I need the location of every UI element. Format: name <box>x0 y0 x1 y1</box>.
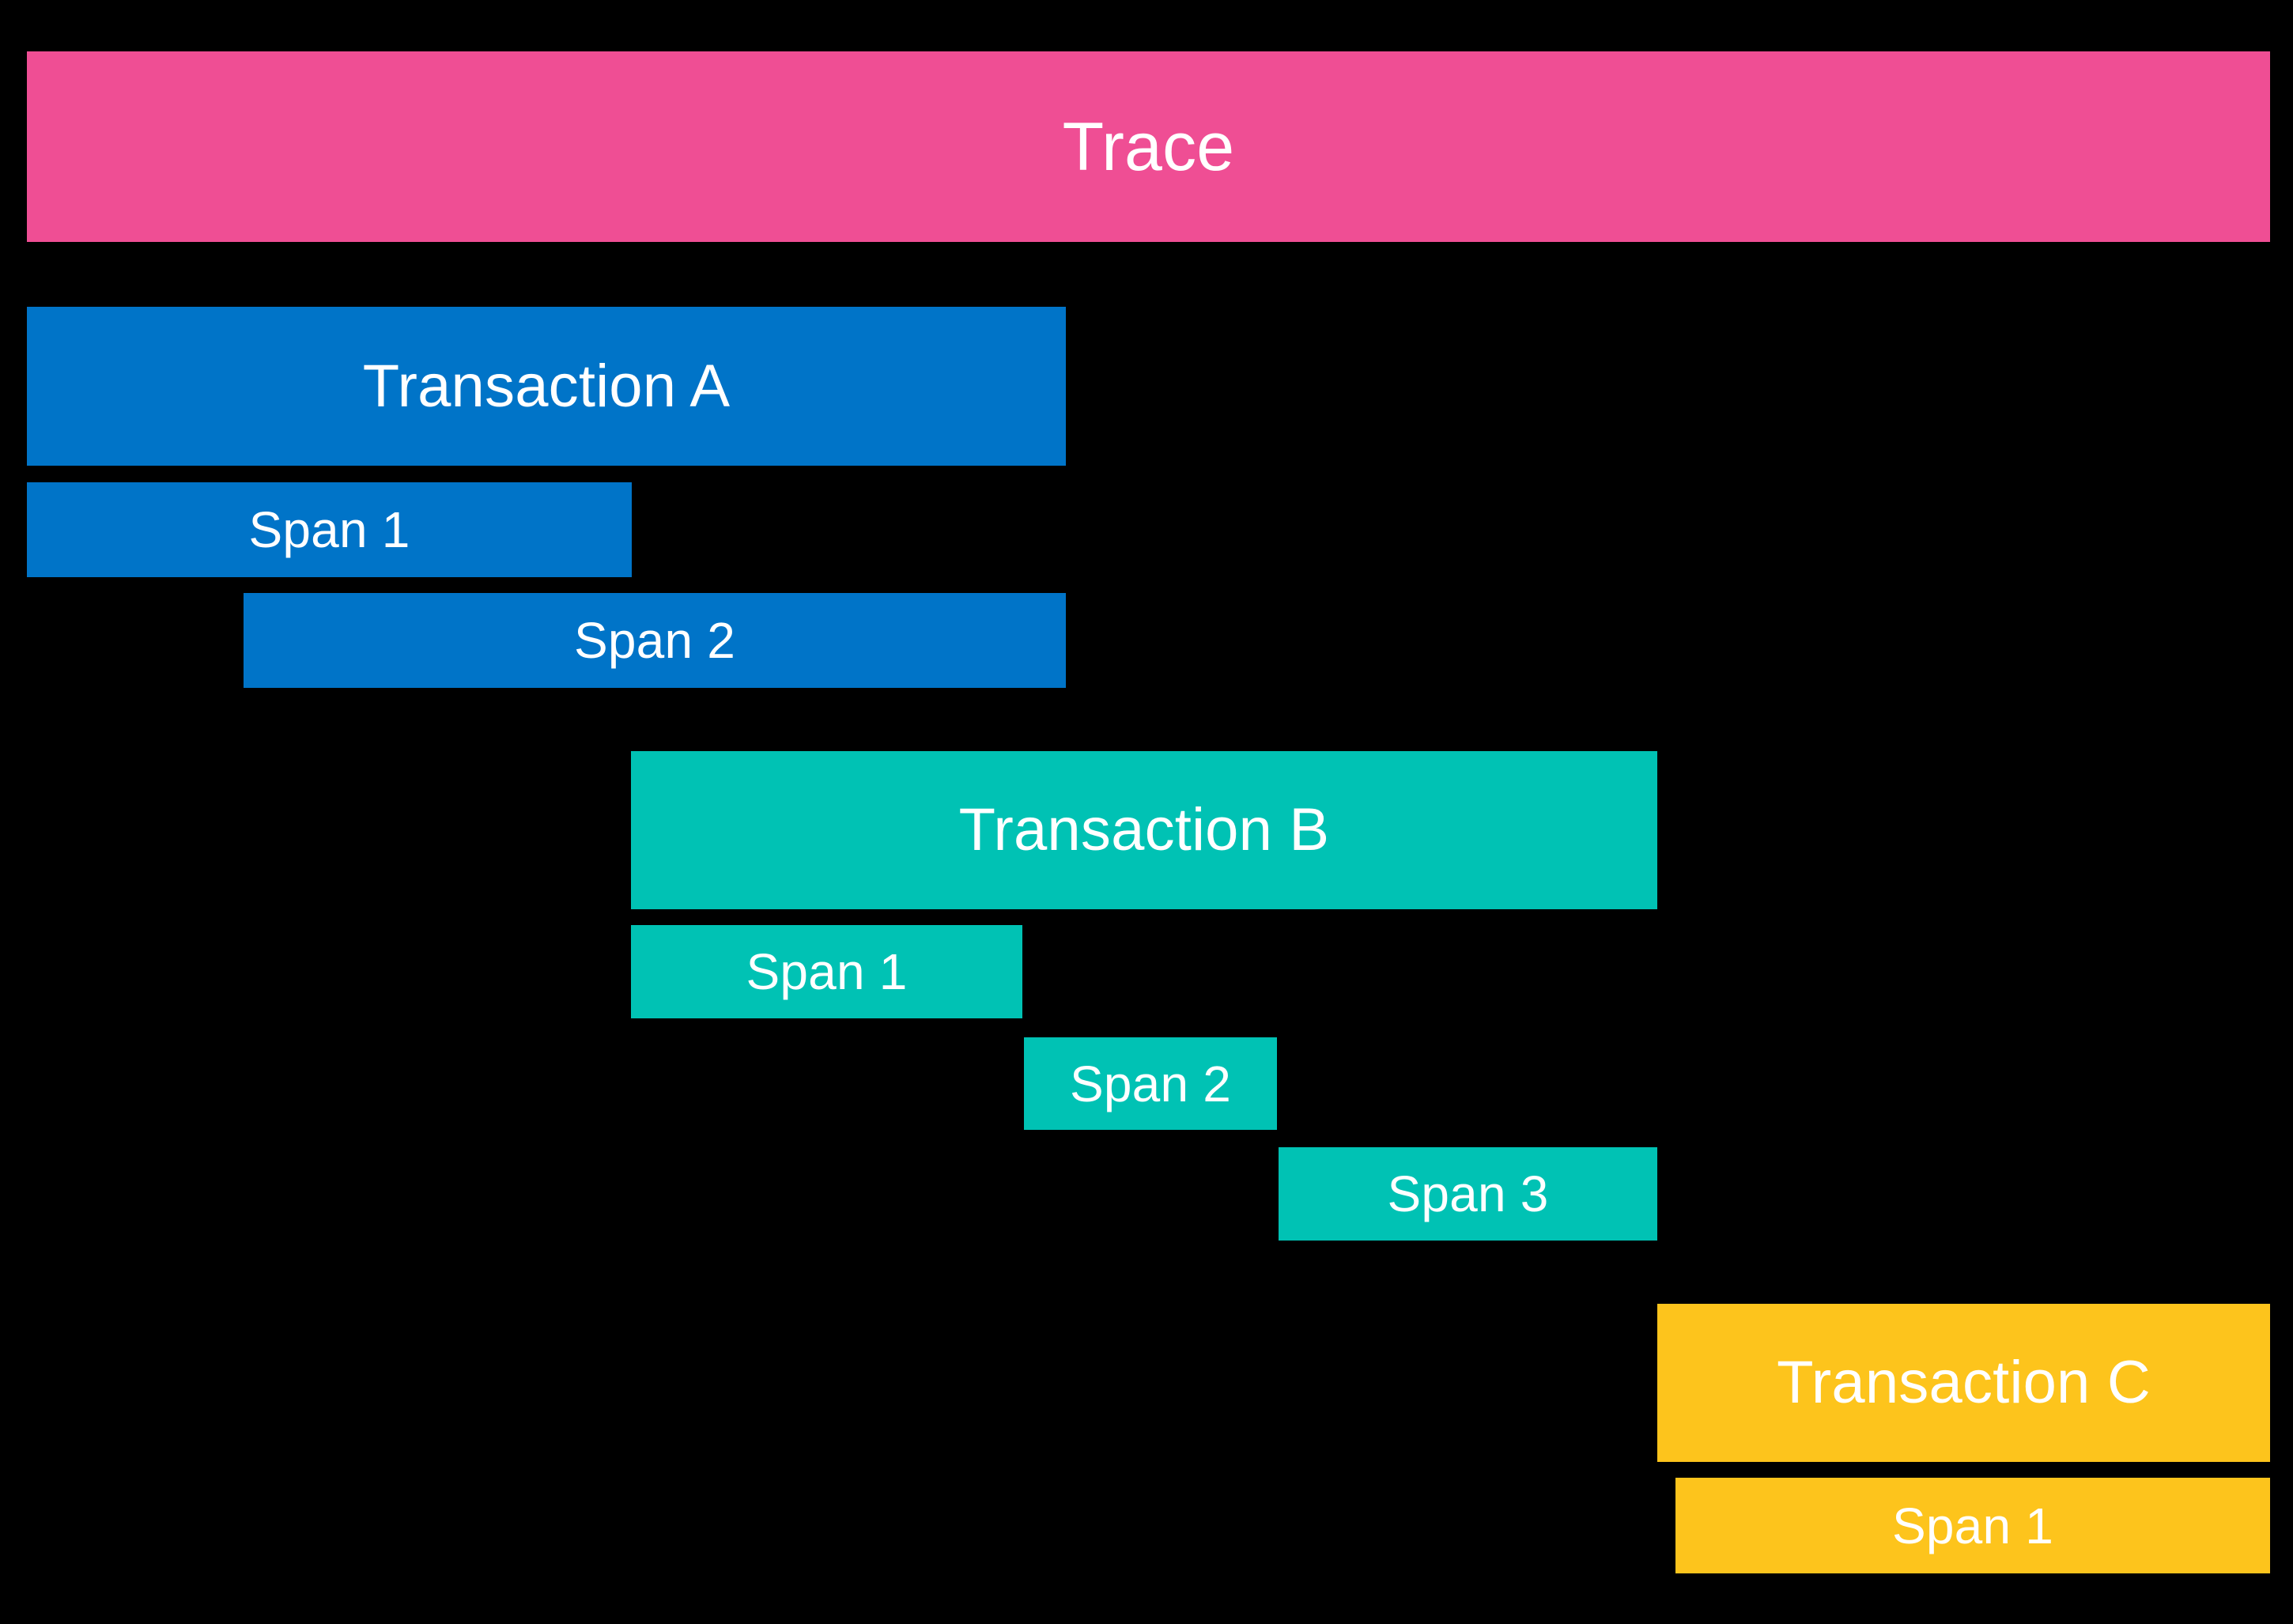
bar-label-transaction-a-span-2: Span 2 <box>573 612 736 669</box>
bar-transaction-b-span-3[interactable]: Span 3 <box>1279 1147 1657 1241</box>
bar-label-transaction-c-span-1: Span 1 <box>1891 1497 2054 1554</box>
bar-label-transaction-a-span-1: Span 1 <box>248 501 410 558</box>
bar-label-trace: Trace <box>1062 108 1235 185</box>
bar-trace[interactable]: Trace <box>27 51 2270 242</box>
bar-transaction-b-span-2[interactable]: Span 2 <box>1024 1037 1277 1130</box>
bar-label-transaction-c: Transaction C <box>1777 1349 2151 1416</box>
bar-transaction-a-span-1[interactable]: Span 1 <box>27 482 632 577</box>
bar-transaction-b[interactable]: Transaction B <box>631 751 1657 909</box>
bar-label-transaction-b-span-1: Span 1 <box>746 943 908 1000</box>
bar-transaction-b-span-1[interactable]: Span 1 <box>631 925 1022 1018</box>
bar-transaction-a[interactable]: Transaction A <box>27 307 1066 466</box>
bar-transaction-a-span-2[interactable]: Span 2 <box>244 593 1066 688</box>
bar-transaction-c[interactable]: Transaction C <box>1657 1304 2270 1462</box>
bar-label-transaction-a: Transaction A <box>362 352 731 420</box>
bar-transaction-c-span-1[interactable]: Span 1 <box>1675 1478 2270 1573</box>
bar-label-transaction-b-span-3: Span 3 <box>1387 1165 1549 1222</box>
bar-label-transaction-b: Transaction B <box>958 796 1330 863</box>
bar-label-transaction-b-span-2: Span 2 <box>1069 1055 1232 1112</box>
